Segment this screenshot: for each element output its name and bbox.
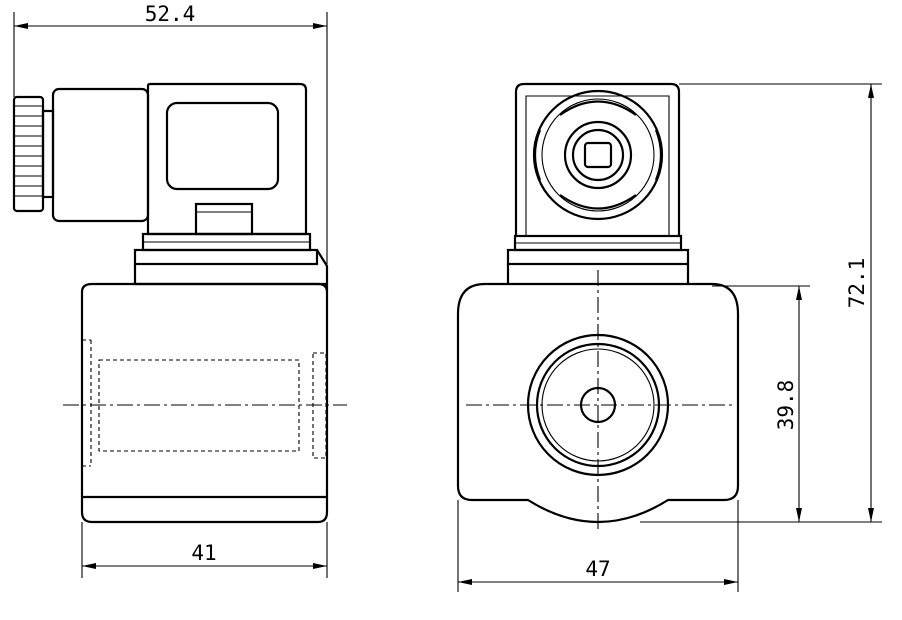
dim-front-total-height: 72.1 (679, 83, 882, 522)
dim-front-body-width: 47 (457, 500, 739, 592)
dim-label-47: 47 (585, 557, 610, 581)
side-view: 52.4 41 (12, 2, 347, 578)
side-cable-nut (12, 95, 55, 213)
front-connector-plug (514, 82, 681, 236)
dim-label-72-1: 72.1 (845, 258, 869, 309)
side-coil-body (63, 282, 347, 524)
dim-front-body-height: 39.8 (640, 285, 882, 523)
dim-side-total-width: 52.4 (13, 2, 328, 264)
side-connector-plug (51, 82, 308, 236)
dim-side-body-width: 41 (81, 522, 328, 578)
front-view: 47 39.8 72.1 (456, 82, 882, 592)
dim-label-41: 41 (191, 541, 216, 565)
dim-label-39-8: 39.8 (774, 380, 798, 431)
front-coil-body (456, 270, 740, 530)
front-gasket (506, 234, 690, 284)
dim-label-52-4: 52.4 (145, 2, 196, 26)
